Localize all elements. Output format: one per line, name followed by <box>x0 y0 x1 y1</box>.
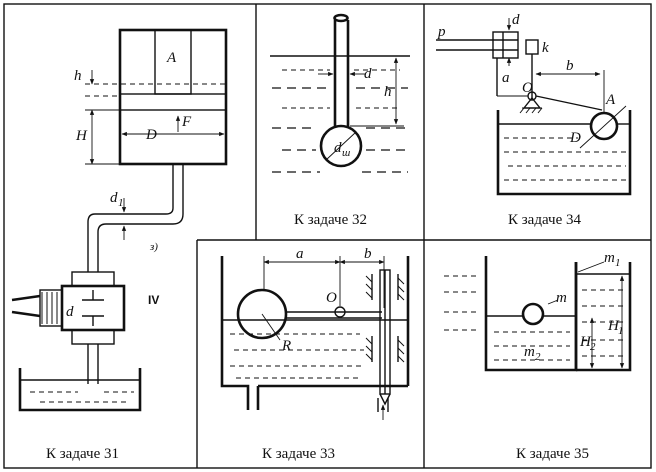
labels-31: A h H D F d 1 d IV з) К задаче 31 <box>46 50 192 462</box>
label-D-34: D <box>569 130 581 146</box>
caption-35: К задаче 35 <box>516 446 589 462</box>
panel-frames <box>3 3 652 469</box>
label-O-34: O <box>522 80 533 96</box>
labels-32: d h d ш К задаче 32 <box>294 66 392 228</box>
label-H2-sub-35: 2 <box>590 341 596 353</box>
label-a-33: a <box>296 246 304 262</box>
label-h-32: h <box>384 84 392 100</box>
label-A-31: A <box>166 50 177 66</box>
caption-31: К задаче 31 <box>46 446 119 462</box>
label-A-34: A <box>605 92 616 108</box>
label-H2-35: H <box>579 334 592 350</box>
label-a-34: a <box>502 70 510 86</box>
label-d1-31: d <box>110 190 118 206</box>
label-d-32: d <box>364 66 372 82</box>
label-b-34: b <box>566 58 574 74</box>
panel-32 <box>270 13 410 173</box>
label-mark-31: IV <box>148 293 159 307</box>
caption-32: К задаче 32 <box>294 212 367 228</box>
labels-35: m 1 m m 2 H 2 H 1 К задаче 35 <box>516 250 624 462</box>
panel-33 <box>220 256 410 420</box>
label-m-35: m <box>556 290 567 306</box>
panel-35 <box>444 256 632 372</box>
label-H1-35: H <box>607 318 620 334</box>
piston <box>119 93 227 111</box>
label-note-31: з) <box>149 241 158 253</box>
label-m2-sub-35: 2 <box>535 351 541 363</box>
panel-34 <box>436 18 632 196</box>
label-k-34: k <box>542 40 549 56</box>
label-p-34: p <box>437 24 446 40</box>
label-d-34: d <box>512 12 520 28</box>
labels-34: p d k a b O A D К задаче 34 <box>437 12 616 228</box>
label-m1-35: m <box>604 250 615 266</box>
label-b-33: b <box>364 246 372 262</box>
label-dsh-32: d <box>334 140 342 156</box>
caption-33: К задаче 33 <box>262 446 335 462</box>
label-O-33: O <box>326 290 337 306</box>
panel-31 <box>11 28 228 412</box>
label-H1-sub-35: 1 <box>618 325 624 337</box>
label-d-31: d <box>66 304 74 320</box>
label-F-31: F <box>181 114 192 130</box>
label-D-31: D <box>145 127 157 143</box>
label-dsh-sub-32: ш <box>342 147 350 159</box>
label-d1-sub-31: 1 <box>118 197 124 209</box>
labels-33: a b O R К задаче 33 <box>262 246 372 462</box>
label-h-31: h <box>74 68 82 84</box>
label-m1-sub-35: 1 <box>615 257 621 269</box>
label-R-33: R <box>281 338 291 354</box>
caption-34: К задаче 34 <box>508 212 581 228</box>
label-H-31: H <box>75 128 88 144</box>
label-m2-35: m <box>524 344 535 360</box>
